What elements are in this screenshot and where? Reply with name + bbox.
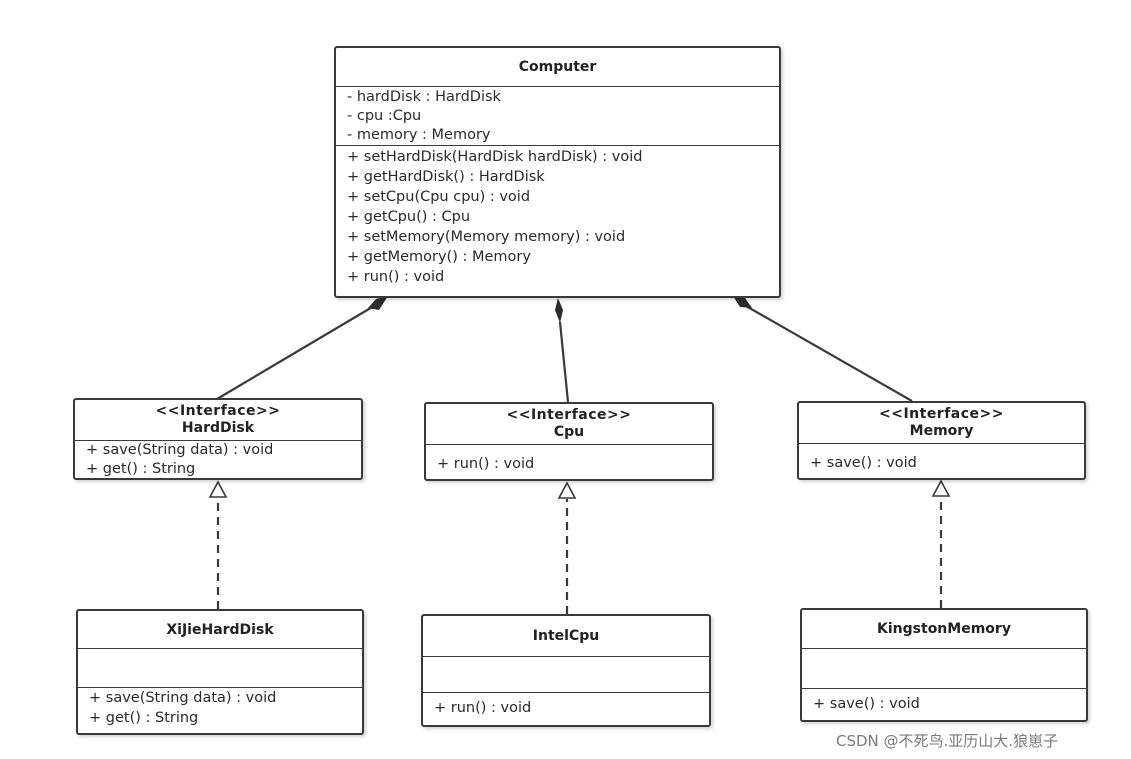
kingston-memory-attributes (802, 649, 1086, 689)
computer-operations: + setHardDisk(HardDisk hardDisk) : void … (336, 146, 779, 287)
cpu-interface-name: Cpu (553, 424, 585, 440)
attribute-row: - hardDisk : HardDisk (347, 89, 501, 105)
cpu-interface-operations: + run() : void (426, 445, 712, 474)
intel-cpu-attributes (423, 657, 709, 693)
interface-stereotype: <<Interface>> (506, 407, 632, 423)
kingston-memory-operations: + save() : void (802, 689, 1086, 714)
xijie-harddisk-class-name: XiJieHardDisk (166, 621, 274, 638)
memory-interface-operations: + save() : void (799, 444, 1084, 473)
operation-row: + setCpu(Cpu cpu) : void (347, 189, 531, 205)
operation-row: + save(String data) : void (89, 690, 277, 706)
realization-arrow-harddisk (208, 480, 228, 498)
composition-diamond-harddisk (368, 296, 388, 310)
operation-row: + setMemory(Memory memory) : void (347, 229, 626, 245)
operation-row: + save() : void (813, 696, 920, 712)
composition-line-memory (745, 305, 913, 402)
operation-row: + run() : void (347, 269, 445, 285)
computer-class-title: Computer (336, 48, 779, 87)
operation-row: + run() : void (437, 456, 535, 472)
intel-cpu-class-title: IntelCpu (423, 616, 709, 657)
computer-attributes: - hardDisk : HardDisk - cpu :Cpu - memor… (336, 87, 779, 146)
composition-diamond-cpu (555, 298, 563, 323)
operation-row: + get() : String (86, 461, 196, 477)
harddisk-interface-name: HardDisk (181, 420, 255, 436)
interface-stereotype: <<Interface>> (878, 406, 1005, 422)
composition-line-cpu (558, 321, 570, 403)
kingston-memory-class-name: KingstonMemory (877, 621, 1011, 637)
xijie-harddisk-operations: + save(String data) : void + get() : Str… (78, 688, 362, 728)
watermark-text: CSDN @不死鸟.亚历山大.狼崽子 (836, 732, 1059, 750)
xijie-harddisk-class-title: XiJieHardDisk (78, 611, 362, 649)
attribute-row: - cpu :Cpu (347, 108, 422, 124)
kingston-memory-class-title: KingstonMemory (802, 610, 1086, 649)
composition-line-harddisk (216, 305, 375, 400)
operation-row: + setHardDisk(HardDisk hardDisk) : void (347, 149, 643, 165)
operation-row: + save() : void (810, 455, 917, 471)
operation-row: + run() : void (434, 700, 532, 716)
computer-class-name: Computer (518, 59, 597, 75)
cpu-interface[interactable]: <<Interface>> Cpu + run() : void (424, 402, 714, 481)
composition-diamond-memory (733, 296, 752, 308)
harddisk-interface[interactable]: <<Interface>> HardDisk + save(String dat… (73, 398, 363, 480)
interface-stereotype: <<Interface>> (155, 403, 281, 419)
operation-row: + save(String data) : void (86, 442, 274, 458)
memory-interface[interactable]: <<Interface>> Memory + save() : void (797, 401, 1086, 480)
kingston-memory-class[interactable]: KingstonMemory + save() : void (800, 608, 1088, 722)
operation-row: + getHardDisk() : HardDisk (347, 169, 545, 185)
xijie-harddisk-attributes (78, 649, 362, 688)
operation-row: + getMemory() : Memory (347, 249, 531, 265)
memory-interface-name: Memory (909, 423, 974, 439)
operation-row: + getCpu() : Cpu (347, 209, 471, 225)
harddisk-interface-title: <<Interface>> HardDisk (75, 400, 361, 441)
intel-cpu-class-name: IntelCpu (532, 628, 600, 644)
harddisk-interface-operations: + save(String data) : void + get() : Str… (75, 441, 361, 479)
xijie-harddisk-class[interactable]: XiJieHardDisk + save(String data) : void… (76, 609, 364, 735)
realization-arrow-cpu (557, 481, 577, 499)
memory-interface-title: <<Interface>> Memory (799, 403, 1084, 444)
cpu-interface-title: <<Interface>> Cpu (426, 404, 712, 445)
operation-row: + get() : String (89, 710, 199, 726)
attribute-row: - memory : Memory (347, 127, 491, 143)
intel-cpu-operations: + run() : void (423, 693, 709, 718)
intel-cpu-class[interactable]: IntelCpu + run() : void (421, 614, 711, 727)
realization-arrow-memory (931, 479, 951, 497)
computer-class[interactable]: Computer - hardDisk : HardDisk - cpu :Cp… (334, 46, 781, 298)
